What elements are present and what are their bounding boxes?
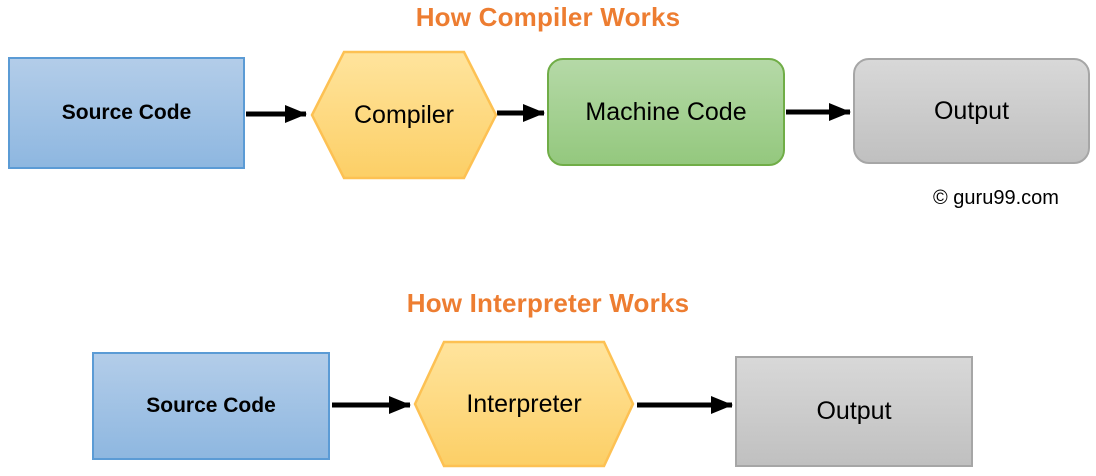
node-source-code-interpreter: Source Code xyxy=(92,352,330,460)
node-machine-code-label: Machine Code xyxy=(585,97,747,126)
node-compiler: Compiler xyxy=(310,50,498,180)
hexagon-shape xyxy=(310,50,498,180)
copyright-text: © guru99.com xyxy=(933,187,1059,209)
node-source-code-compiler: Source Code xyxy=(8,57,245,169)
node-machine-code: Machine Code xyxy=(547,58,785,166)
node-output-label: Output xyxy=(933,96,1010,125)
node-output-label: Output xyxy=(816,397,892,425)
interpreter-diagram-title: How Interpreter Works xyxy=(406,288,690,318)
node-output-interpreter: Output xyxy=(735,356,973,467)
hexagon-shape xyxy=(413,340,635,468)
node-interpreter-label: Interpreter xyxy=(466,389,582,418)
node-compiler-label: Compiler xyxy=(353,100,455,129)
node-output-compiler: Output xyxy=(853,58,1090,164)
node-source-code-label: Source Code xyxy=(146,394,276,417)
compiler-diagram-title: How Compiler Works xyxy=(415,2,681,32)
node-interpreter: Interpreter xyxy=(413,340,635,468)
node-source-code-label: Source Code xyxy=(61,101,192,124)
